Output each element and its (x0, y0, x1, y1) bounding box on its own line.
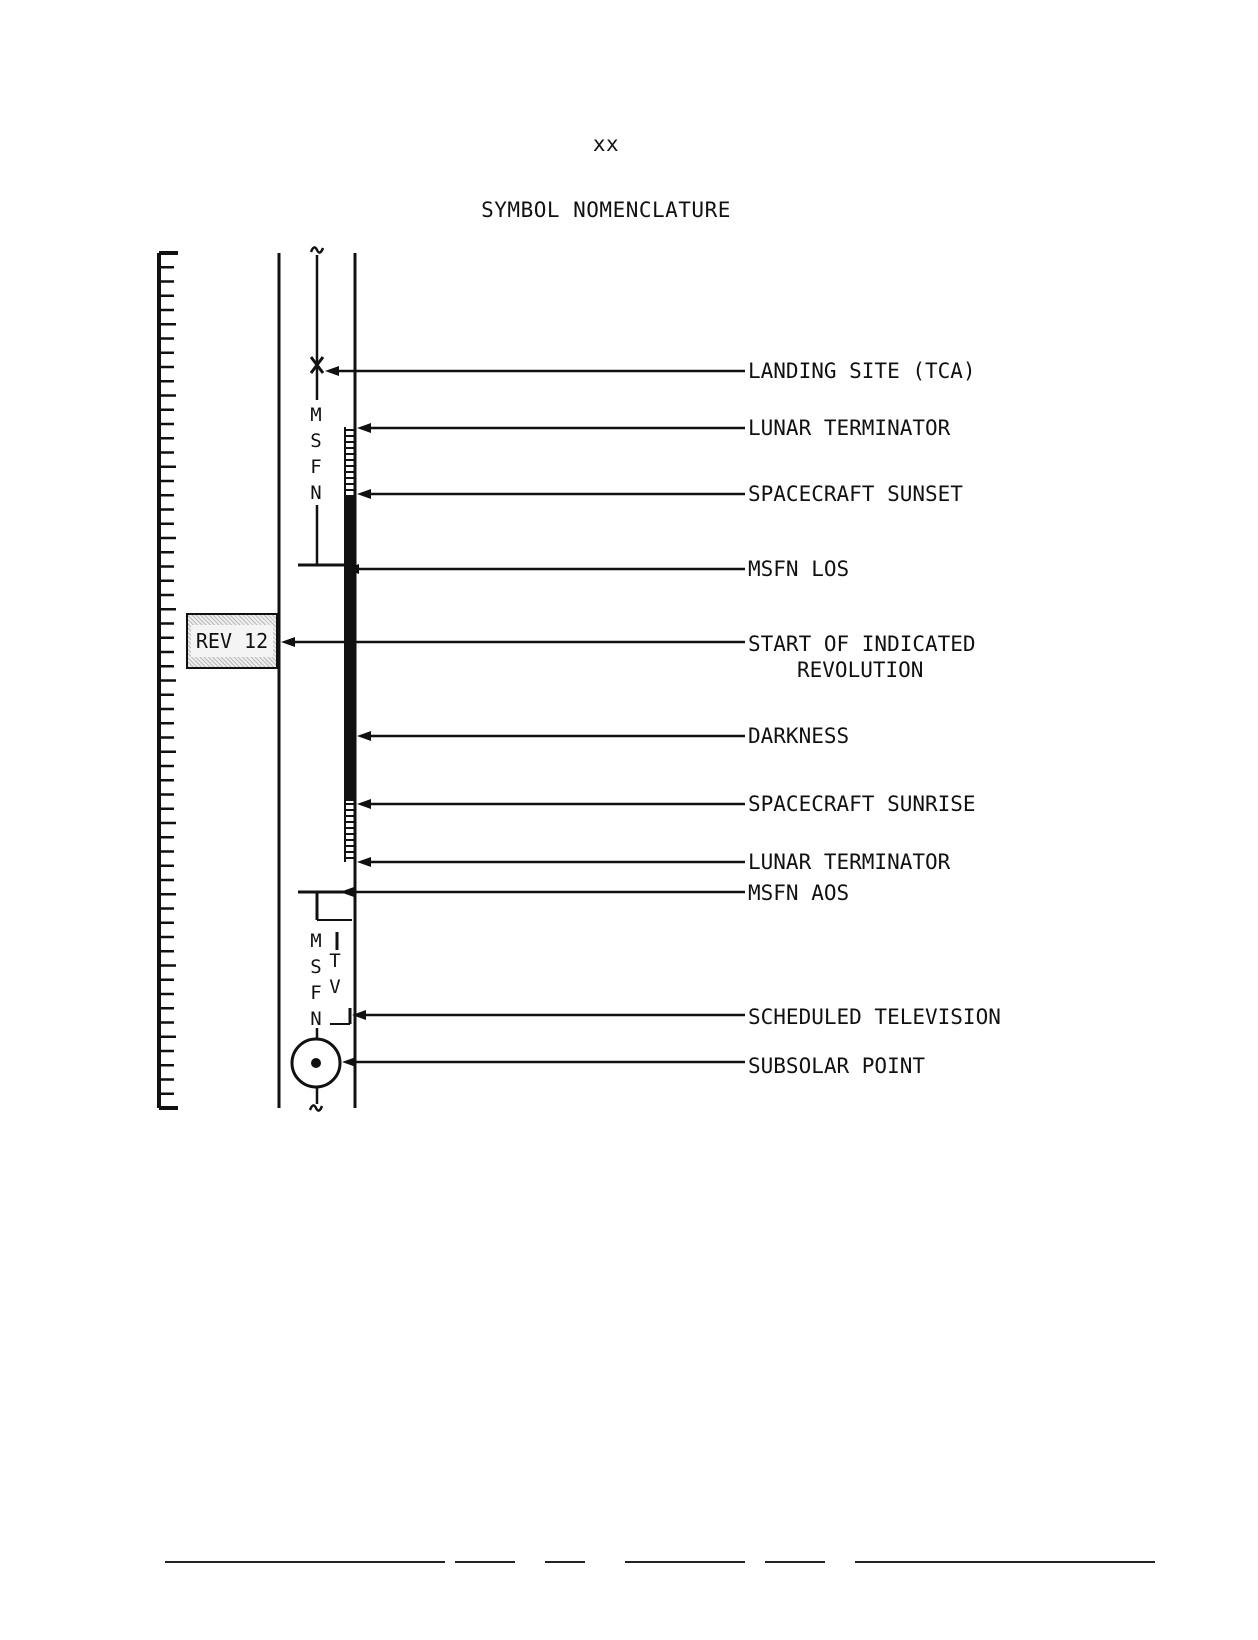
label-spacecraft-sunset: SPACECRAFT SUNSET (748, 482, 963, 506)
label-start-revolution: START OF INDICATED (748, 632, 976, 656)
label-lunar-terminator-1: LUNAR TERMINATOR (748, 416, 951, 440)
terminator-hatching (344, 427, 355, 862)
arrowhead-icon (281, 637, 295, 647)
arrowhead-icon (340, 887, 354, 897)
rev-label: REV 12 (191, 625, 273, 657)
arrowhead-icon (357, 799, 371, 809)
label-msfn-los: MSFN LOS (748, 557, 850, 581)
label-subsolar-point: SUBSOLAR POINT (748, 1054, 926, 1078)
label-spacecraft-sunrise: SPACECRAFT SUNRISE (748, 792, 976, 816)
leader-arrows (281, 366, 745, 1067)
label-msfn-aos: MSFN AOS (748, 881, 850, 905)
page-title: SYMBOL NOMENCLATURE (481, 198, 731, 222)
arrowhead-icon (342, 1057, 356, 1067)
page-number: xx (592, 132, 620, 156)
arrowhead-icon (325, 366, 339, 376)
label-scheduled-tv: SCHEDULED TELEVISION (748, 1005, 1001, 1029)
label-start-revolution-2: REVOLUTION (797, 658, 924, 682)
tilde-bottom-icon (308, 1104, 324, 1112)
label-darkness: DARKNESS (748, 724, 850, 748)
arrowhead-icon (357, 857, 371, 867)
landing-site-x-icon (309, 356, 325, 374)
arrowhead-icon (357, 489, 371, 499)
arrowhead-icon (352, 1010, 366, 1020)
arrowhead-icon (345, 564, 359, 574)
label-lunar-terminator-2: LUNAR TERMINATOR (748, 850, 951, 874)
tilde-top-icon (309, 246, 325, 254)
label-landing-site: LANDING SITE (TCA) (748, 359, 976, 383)
arrowhead-icon (357, 731, 371, 741)
time-scale (157, 251, 178, 1110)
rev-box: REV 12 (186, 613, 278, 669)
arrowhead-icon (357, 423, 371, 433)
